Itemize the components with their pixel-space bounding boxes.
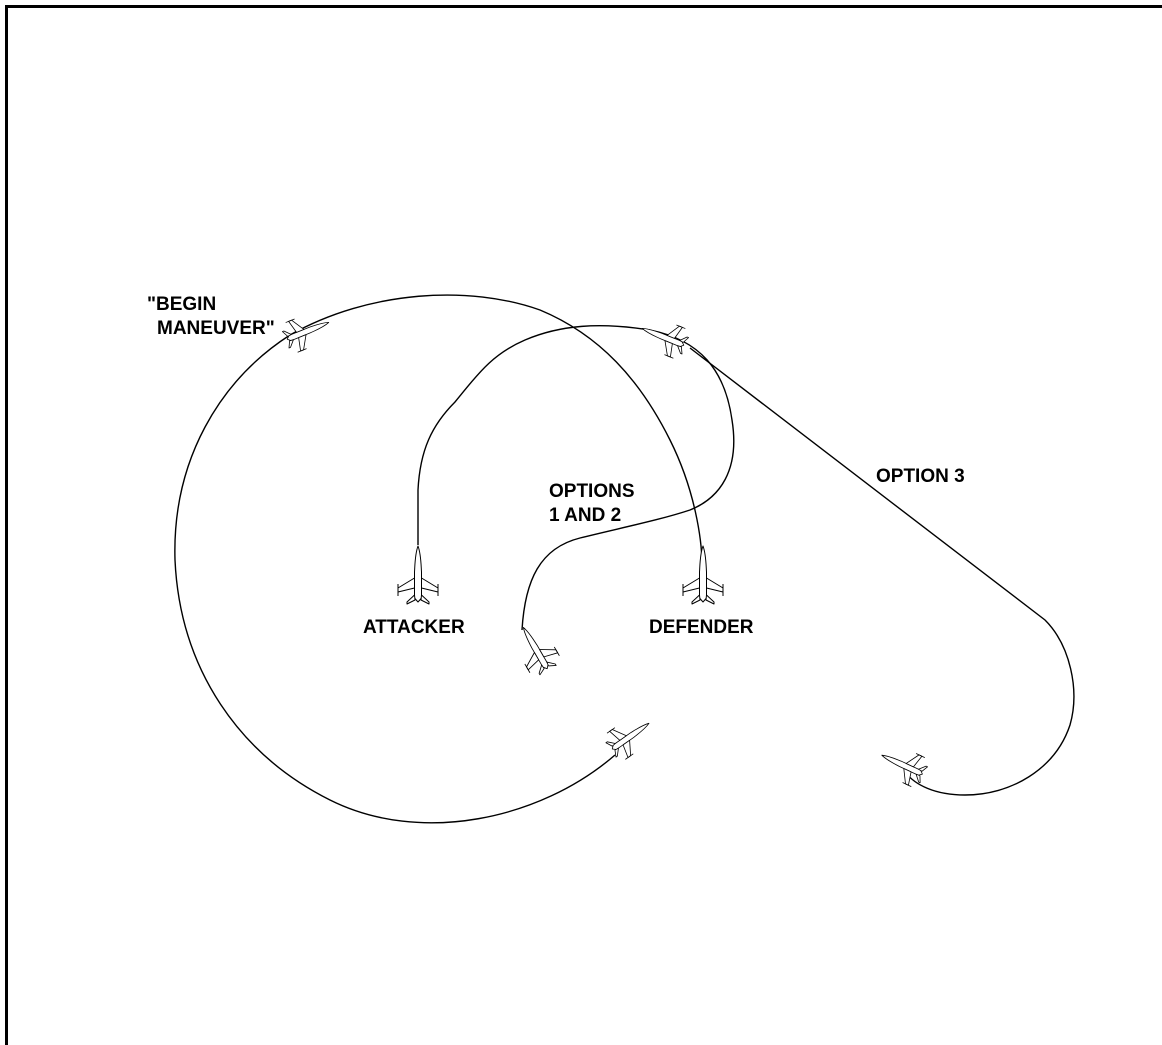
option-3-path <box>689 347 1075 796</box>
attacker-label: ATTACKER <box>363 617 465 638</box>
defender-jet-icon <box>682 545 724 605</box>
begin-maneuver-jet-icon <box>279 307 336 356</box>
options-path <box>417 325 735 631</box>
attacker-loop-path <box>174 294 703 824</box>
options-label-2: 1 AND 2 <box>549 505 621 526</box>
attacker-loop-jet-icon <box>601 709 659 764</box>
options-jet-icon <box>508 618 564 680</box>
option-3-label: OPTION 3 <box>876 466 965 487</box>
begin-maneuver-label-1: "BEGIN <box>147 294 216 315</box>
options-label-1: OPTIONS <box>549 481 635 502</box>
defender-label: DEFENDER <box>649 617 754 638</box>
option-3-jet-icon <box>874 740 932 790</box>
diagram-frame <box>5 5 1162 1045</box>
defender-turn-jet-icon <box>635 313 692 362</box>
attacker-jet-icon <box>397 545 439 605</box>
begin-maneuver-label-2: MANEUVER" <box>157 318 275 339</box>
